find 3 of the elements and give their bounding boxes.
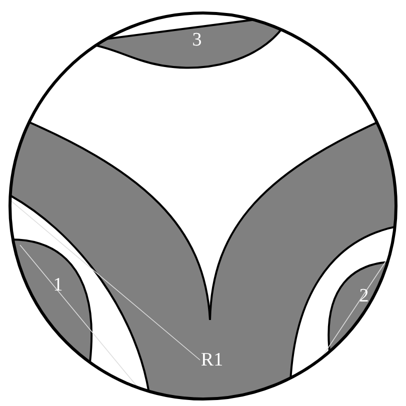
region-label: R1 bbox=[200, 350, 224, 370]
region-label: 1 bbox=[53, 276, 63, 294]
region-label: 3 bbox=[192, 30, 202, 50]
